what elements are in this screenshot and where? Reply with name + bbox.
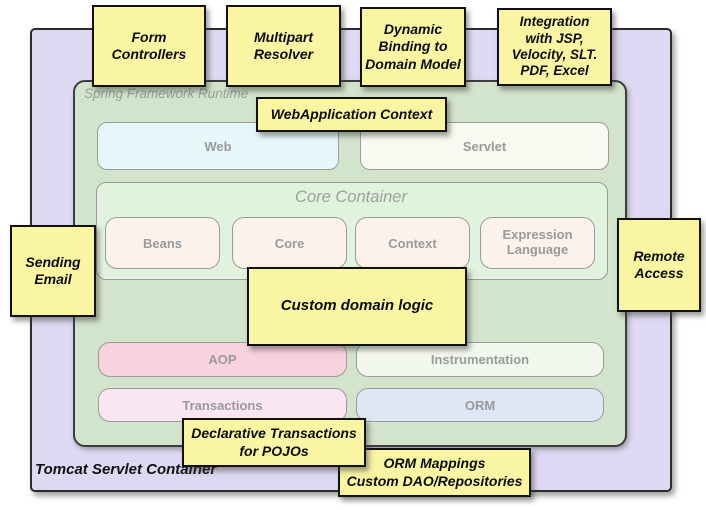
module-core: Core (232, 217, 347, 269)
note-custom-domain-logic: Custom domain logic (247, 267, 467, 346)
note-dynamic-binding: Dynamic Binding to Domain Model (360, 7, 466, 87)
note-declarative-transactions: Declarative Transactions for POJOs (182, 418, 366, 467)
note-multipart-resolver: Multipart Resolver (226, 5, 341, 87)
note-integration-views: Integration with JSP, Velocity, SLT. PDF… (497, 8, 612, 86)
note-sending-email: Sending Email (10, 225, 96, 317)
module-orm: ORM (356, 388, 604, 422)
module-transactions: Transactions (98, 388, 347, 422)
module-beans: Beans (105, 217, 220, 269)
module-expression-language: Expression Language (480, 217, 595, 269)
note-remote-access: Remote Access (617, 218, 701, 312)
note-webapplication-context: WebApplication Context (256, 97, 447, 132)
note-form-controllers: Form Controllers (92, 5, 206, 87)
module-context: Context (355, 217, 470, 269)
module-aop: AOP (98, 342, 347, 377)
core-container-label: Core Container (295, 188, 407, 206)
spring-framework-runtime-label: Spring Framework Runtime (84, 86, 249, 101)
tomcat-container-label: Tomcat Servlet Container (35, 461, 217, 478)
module-instrumentation: Instrumentation (356, 342, 604, 377)
note-orm-mappings: ORM Mappings Custom DAO/Repositories (338, 448, 531, 497)
